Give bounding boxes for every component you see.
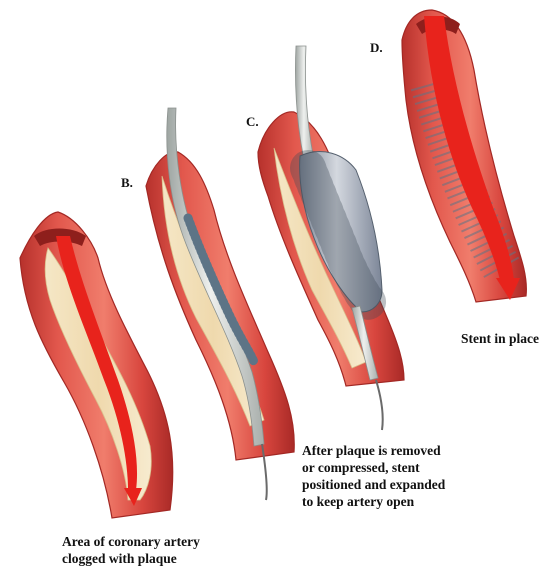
panel-label: D. — [370, 40, 383, 55]
guidewire — [376, 380, 383, 430]
panel-d-stent-in-place: D. — [370, 10, 526, 302]
caption-clogged-artery: Area of coronary artery clogged with pla… — [62, 533, 200, 567]
panel-label: B. — [121, 175, 133, 190]
caption-stent-expansion: After plaque is removed or compressed, s… — [302, 442, 445, 510]
panel-a-clogged-artery — [20, 212, 173, 518]
caption-stent-in-place: Stent in place — [461, 330, 539, 347]
panel-label: C. — [246, 114, 259, 129]
